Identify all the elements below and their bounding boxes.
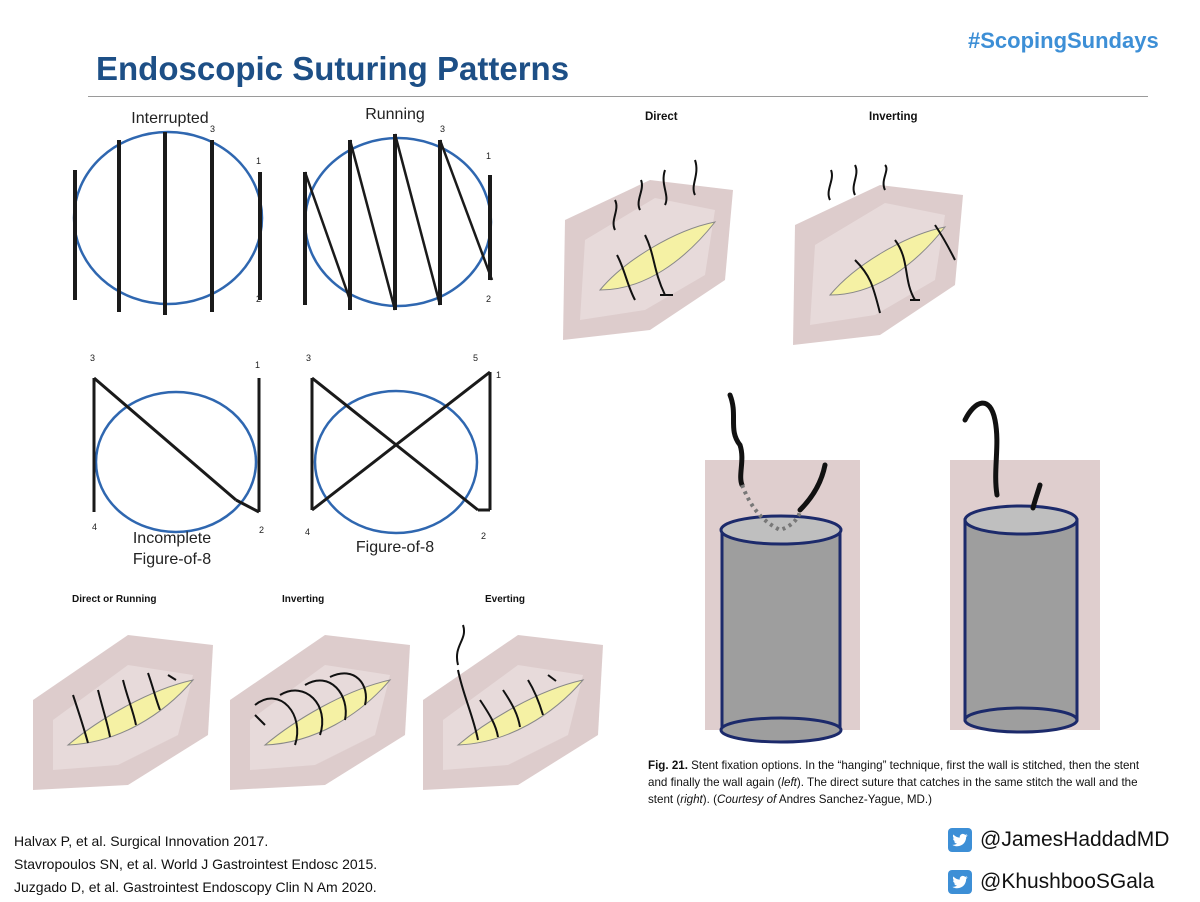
inverting-closure-diagram-top (793, 164, 963, 345)
caption-courtesy: Courtesy of (716, 793, 777, 806)
direct-running-caption: Direct or Running (72, 594, 157, 605)
figure-caption: Fig. 21. Stent fixation options. In the … (648, 757, 1158, 808)
figure8-number-2: 2 (481, 531, 487, 541)
twitter-handle-2: @KhushbooSGala (980, 870, 1155, 893)
caption-left: left (781, 776, 797, 789)
twitter-handle-row-2[interactable]: @KhushbooSGala (948, 867, 1154, 897)
twitter-handle-row-1[interactable]: @JamesHaddadMD (948, 825, 1169, 855)
incomplete-figure8-label: Incomplete Figure-of-8 (112, 528, 232, 570)
reference-item: Stavropoulos SN, et al. World J Gastroin… (14, 856, 378, 872)
interrupted-label: Interrupted (131, 110, 209, 127)
figure-label: Fig. 21. (648, 759, 688, 772)
figure8-number-3: 3 (306, 353, 312, 363)
caption-text-b: ). The direct suture that catches in the… (648, 776, 1138, 806)
everting-caption: Everting (485, 594, 526, 605)
direct-closure-diagram (563, 159, 733, 340)
running-number-1: 1 (486, 151, 492, 161)
figure8-diagram (310, 370, 492, 535)
incomplete-label-line2: Figure-of-8 (132, 551, 212, 568)
caption-right: right (680, 793, 703, 806)
direct-caption: Direct (645, 111, 678, 123)
reference-item: Halvax P, et al. Surgical Innovation 201… (14, 833, 269, 849)
interrupted-number-3: 3 (210, 124, 216, 134)
running-pattern-diagram (303, 133, 494, 311)
running-number-3: 3 (440, 124, 446, 134)
interrupted-number-1: 1 (256, 156, 262, 166)
page-title: Endoscopic Suturing Patterns (96, 50, 570, 87)
title-divider (88, 96, 1148, 97)
caption-text-d: Andres Sanchez-Yague, MD.) (776, 793, 932, 806)
twitter-bird-icon (948, 870, 972, 894)
incomplete-number-1: 1 (255, 360, 261, 370)
suture-pattern-diagrams (72, 130, 494, 535)
incomplete-number-4: 4 (92, 522, 98, 532)
figure8-number-1: 1 (496, 370, 502, 380)
references-list: Halvax P, et al. Surgical Innovation 201… (14, 830, 377, 899)
inverting-caption-bottom: Inverting (282, 594, 325, 605)
inverting-caption-top: Inverting (869, 111, 918, 123)
running-label: Running (365, 106, 425, 123)
direct-stent-fixation-diagram (950, 400, 1100, 734)
figure8-number-5: 5 (473, 353, 479, 363)
interrupted-number-2: 2 (256, 294, 262, 304)
hanging-stent-fixation-diagram (705, 392, 860, 744)
incomplete-number-3: 3 (90, 353, 96, 363)
incomplete-figure8-diagram (92, 376, 261, 534)
twitter-bird-icon (948, 828, 972, 852)
direct-running-closure-diagram (33, 635, 213, 790)
inverting-closure-diagram-bottom (230, 635, 410, 790)
everting-closure-diagram (423, 624, 603, 790)
interrupted-pattern-diagram (72, 130, 264, 315)
running-number-2: 2 (486, 294, 492, 304)
incomplete-number-2: 2 (259, 525, 265, 535)
figure8-label: Figure-of-8 (355, 539, 435, 556)
reference-item: Juzgado D, et al. Gastrointest Endoscopy… (14, 879, 377, 895)
figure8-number-4: 4 (305, 527, 311, 537)
caption-text-c: ). ( (702, 793, 717, 806)
incomplete-label-line1: Incomplete (132, 530, 212, 547)
caption-text-a: Stent fixation options. In the “hanging”… (648, 759, 1140, 789)
hashtag-text: #ScopingSundays (968, 28, 1159, 53)
twitter-handle-1: @JamesHaddadMD (980, 828, 1170, 851)
